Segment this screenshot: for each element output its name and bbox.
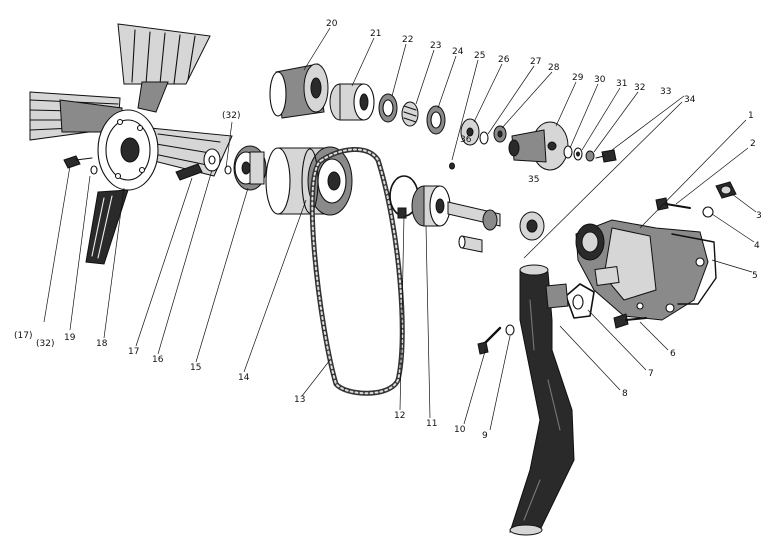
label-35: 35	[528, 175, 539, 185]
gasket-7	[565, 283, 595, 319]
nut-32	[585, 150, 595, 162]
pump-body-1	[575, 219, 709, 321]
label-36: 36	[460, 135, 472, 145]
label-17-bracket: (17)	[14, 331, 32, 341]
label-13: 13	[294, 395, 305, 405]
hub-15	[224, 145, 267, 191]
label-25: 25	[474, 51, 485, 61]
bearing-21	[329, 83, 375, 121]
impeller-29	[508, 121, 569, 171]
gasket-5	[671, 233, 717, 305]
label-14: 14	[238, 373, 250, 383]
label-2: 2	[750, 139, 756, 149]
label-32-bracket-bottom: (32)	[36, 339, 54, 349]
bolt-33	[595, 149, 617, 163]
label-19: 19	[64, 333, 76, 343]
label-34: 34	[684, 95, 696, 105]
seal-28	[493, 125, 507, 143]
bolt-6	[613, 313, 647, 329]
washer-30	[563, 145, 573, 159]
pulley-14	[265, 146, 353, 216]
fan-assembly	[29, 23, 233, 265]
label-15: 15	[190, 363, 201, 373]
label-16: 16	[152, 355, 164, 365]
label-10: 10	[454, 425, 466, 435]
label-8: 8	[622, 389, 628, 399]
washer-9	[505, 324, 515, 336]
label-5: 5	[752, 271, 758, 281]
label-29: 29	[572, 73, 584, 83]
plug-3	[715, 181, 737, 199]
ring-27	[479, 131, 489, 145]
label-6: 6	[670, 349, 676, 359]
part-labels: 20 21 22 23 24 25 26 27 28 29 30 31 32 3…	[14, 19, 762, 441]
label-30: 30	[594, 75, 606, 85]
label-7: 7	[648, 369, 654, 379]
washer-4	[702, 206, 714, 218]
leader-lines	[43, 27, 757, 431]
inlet-pipe-8	[509, 264, 575, 536]
seal-24	[426, 105, 446, 135]
label-1: 1	[748, 111, 754, 121]
label-12: 12	[394, 411, 405, 421]
label-4: 4	[754, 241, 760, 251]
belt-13	[309, 146, 405, 396]
label-23: 23	[430, 41, 441, 51]
seal-22	[378, 93, 398, 123]
label-32-bracket-top: (32)	[222, 111, 240, 121]
label-33: 33	[660, 87, 671, 97]
bolt-2	[655, 197, 691, 211]
label-21: 21	[370, 29, 381, 39]
label-20: 20	[326, 19, 338, 29]
label-28: 28	[548, 63, 560, 73]
pin-25	[449, 162, 455, 170]
label-31: 31	[616, 79, 627, 89]
label-22: 22	[402, 35, 413, 45]
label-3: 3	[756, 211, 762, 221]
washer-26	[460, 118, 480, 146]
spring-23	[401, 101, 419, 127]
bearing-shaft-11	[411, 185, 545, 253]
label-27: 27	[530, 57, 541, 67]
label-24: 24	[452, 47, 464, 57]
label-11: 11	[426, 419, 437, 429]
label-32: 32	[634, 83, 645, 93]
label-26: 26	[498, 55, 510, 65]
bolt-10	[477, 326, 502, 355]
bearing-housing-20	[269, 63, 329, 119]
label-17: 17	[128, 347, 139, 357]
label-9: 9	[482, 431, 488, 441]
washer-31	[573, 147, 583, 161]
label-18: 18	[96, 339, 108, 349]
